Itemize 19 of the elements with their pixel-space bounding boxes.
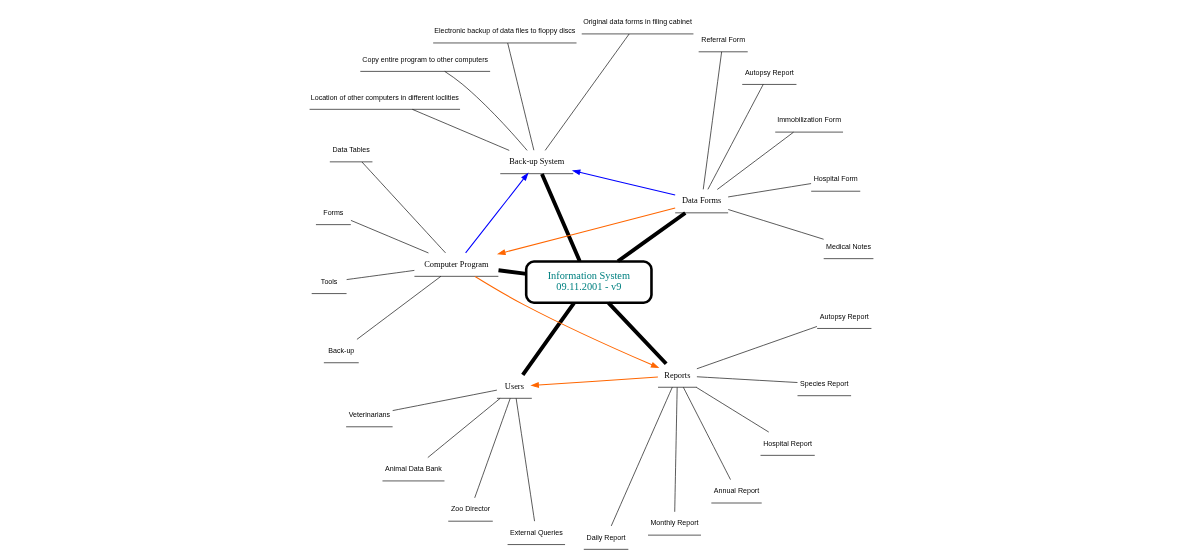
connector <box>427 398 501 458</box>
node-box: Information System 09.11.2001 - v9 <box>524 260 653 305</box>
connector <box>616 211 687 263</box>
connector <box>412 109 510 151</box>
connector <box>540 173 582 262</box>
connector <box>361 161 446 254</box>
arrow <box>530 376 659 388</box>
connector <box>702 51 722 190</box>
connector <box>356 276 442 340</box>
connector <box>707 84 764 190</box>
arrow <box>465 172 529 254</box>
connector <box>607 301 668 366</box>
arrow <box>474 275 660 369</box>
connector <box>444 71 528 151</box>
connector <box>521 301 576 377</box>
connector <box>683 387 731 480</box>
arrow <box>571 169 676 196</box>
connector <box>498 268 527 276</box>
arrow <box>497 207 676 255</box>
